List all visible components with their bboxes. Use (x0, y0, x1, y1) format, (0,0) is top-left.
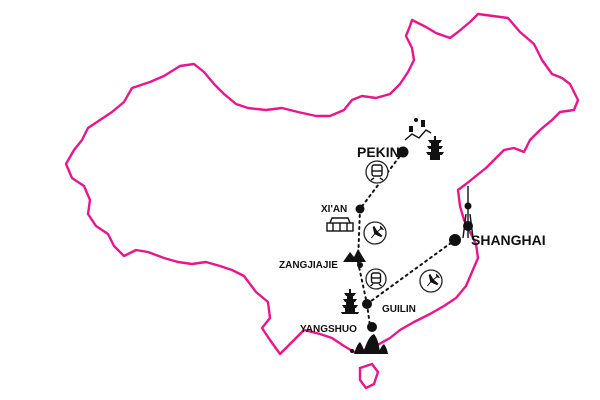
mountain-icon (343, 249, 366, 262)
route-guilin-yangshuo (366, 303, 371, 327)
city-label-guilin: GUILIN (382, 304, 416, 315)
karst-hills-icon (350, 334, 388, 354)
marker-pekin[interactable] (397, 146, 409, 158)
marker-yangshuo[interactable] (367, 322, 377, 332)
city-label-xian: XI'AN (321, 204, 347, 215)
city-label-zhangjiajie: ZANGJIAJIE (279, 260, 338, 271)
route-zhangjiajie-guilin (357, 261, 368, 305)
great-wall-icon (404, 118, 432, 141)
train-icon (365, 268, 387, 290)
train-icon (365, 160, 389, 184)
hainan-island-outline (358, 362, 380, 390)
route-guilin-shanghai (366, 239, 456, 305)
city-label-yangshuo: YANGSHUO (300, 324, 357, 335)
city-label-pekin: PEKIN (357, 144, 400, 160)
plane-icon (363, 221, 387, 245)
city-label-shanghai: SHANGHAI (471, 232, 546, 248)
tv-tower-icon (462, 186, 474, 239)
china-country-outline (64, 12, 580, 356)
city-gate-icon (326, 217, 354, 232)
marker-zhangjiajie[interactable] (357, 262, 363, 268)
guilin-pagoda-icon (341, 289, 359, 314)
marker-guilin[interactable] (362, 299, 372, 309)
pagoda-icon (426, 136, 444, 160)
plane-icon (419, 269, 443, 293)
marker-xian[interactable] (355, 204, 365, 214)
marker-shanghai[interactable] (449, 234, 461, 246)
